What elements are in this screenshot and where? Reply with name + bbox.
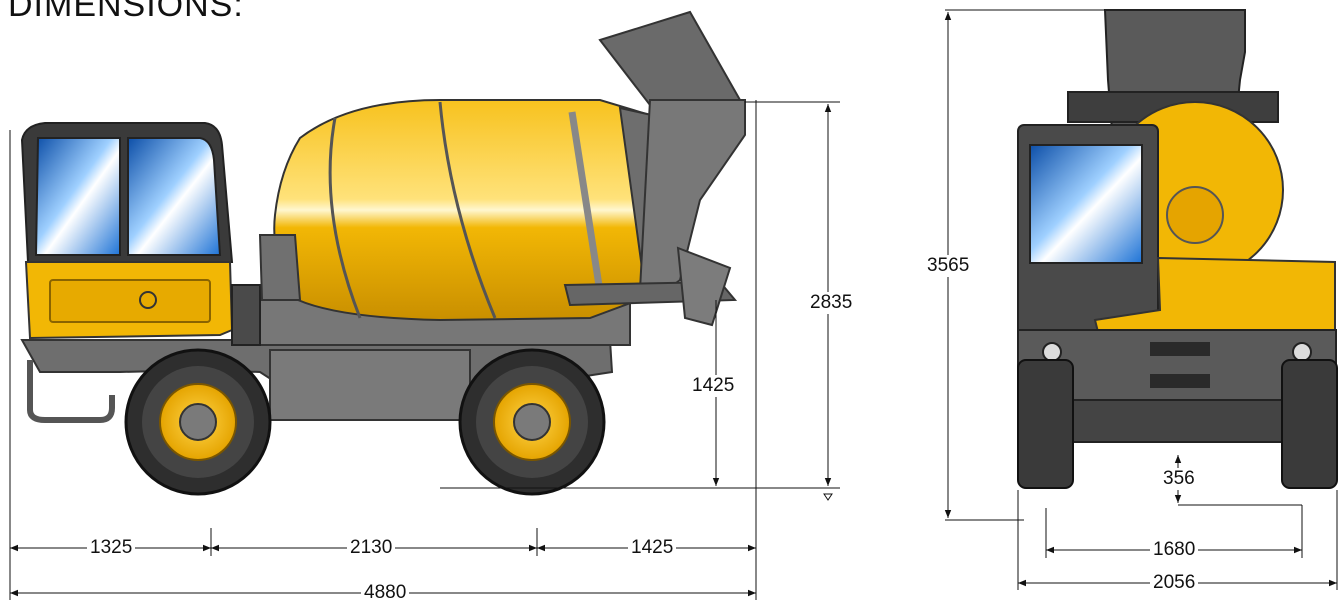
front-cab-window: [1029, 144, 1143, 264]
headlight-left: [1042, 342, 1062, 362]
engine-panel: [49, 279, 211, 323]
dim-overall-length: 4880: [361, 582, 410, 604]
dim-discharge-height: 1425: [689, 375, 738, 397]
dim-wheelbase: 2130: [347, 537, 396, 559]
side-view: [9, 10, 840, 600]
cab-window-front: [34, 137, 121, 256]
dim-axle-to-rear: 1425: [628, 537, 677, 559]
dim-overall-width: 2056: [1150, 572, 1199, 594]
diagram-title: DIMENSIONS:: [8, 0, 244, 24]
front-wheel-right: [1281, 359, 1338, 489]
dim-track-width: 1680: [1150, 539, 1199, 561]
dim-max-height: 3565: [924, 255, 973, 277]
chute-end: [676, 246, 732, 327]
side-box: [231, 284, 261, 346]
step-bar: [27, 360, 115, 423]
dim-front-to-axle: 1325: [87, 537, 136, 559]
front-wheel: [458, 348, 606, 496]
front-view: [944, 9, 1338, 590]
dim-overall-height: 2835: [807, 292, 856, 314]
front-wheel-left: [1017, 359, 1074, 489]
dim-ground-clearance: 356: [1160, 468, 1198, 490]
front-axle: [1059, 399, 1286, 443]
cab-window-side: [127, 137, 222, 256]
loading-hopper: [598, 10, 742, 107]
engine-cap: [139, 291, 157, 309]
mid-frame: [269, 349, 471, 421]
rear-wheel: [124, 348, 272, 496]
headlight-right: [1292, 342, 1312, 362]
